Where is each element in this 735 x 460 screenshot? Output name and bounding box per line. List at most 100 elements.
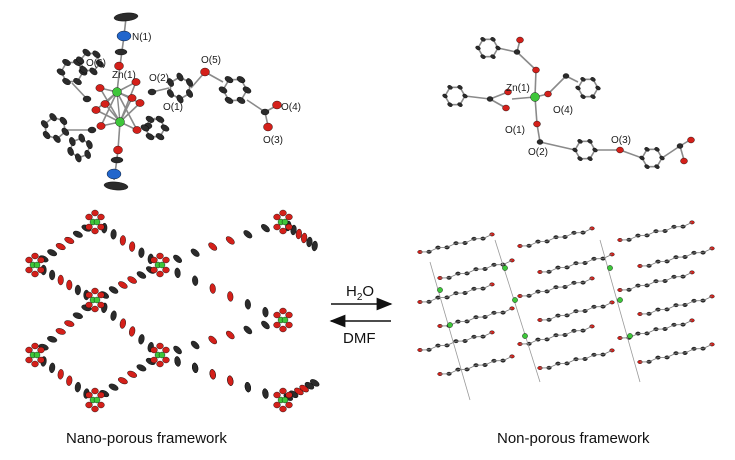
zn-column-line bbox=[494, 239, 541, 383]
carbon-atom bbox=[155, 115, 165, 123]
oxygen-atom bbox=[156, 342, 164, 350]
zinc-atom bbox=[281, 316, 289, 324]
zinc-atom bbox=[33, 351, 41, 359]
strut-atom bbox=[243, 230, 253, 239]
oxygen-atom bbox=[91, 287, 99, 295]
chain-bond bbox=[666, 256, 677, 262]
linker-strut bbox=[174, 356, 269, 399]
carbon-atom bbox=[224, 96, 234, 104]
carbon-atom bbox=[575, 85, 581, 91]
chain-bond bbox=[602, 302, 613, 307]
oxygen-atom bbox=[502, 104, 510, 112]
zinc-atom bbox=[33, 261, 41, 269]
carbon-atom bbox=[145, 133, 155, 141]
strut-atom bbox=[173, 345, 182, 355]
chain-bond bbox=[546, 286, 557, 292]
strut-atom bbox=[49, 269, 56, 281]
chain-bond bbox=[448, 369, 459, 375]
carbon-atom bbox=[75, 153, 82, 163]
oxygen-atom bbox=[516, 36, 524, 44]
strut-atom bbox=[190, 248, 200, 257]
carbon-atom bbox=[166, 78, 174, 87]
oxygen-atom bbox=[279, 387, 287, 395]
oxygen-atom bbox=[31, 252, 39, 260]
carbon-atom bbox=[592, 147, 598, 153]
strut-atom bbox=[108, 286, 119, 294]
nano-porous-framework bbox=[25, 209, 320, 413]
stacked-chain-row bbox=[417, 220, 695, 254]
oxygen-atom bbox=[37, 266, 45, 274]
carbon-atom bbox=[590, 77, 596, 82]
oxygen-atom bbox=[91, 209, 99, 217]
strut-atom bbox=[55, 243, 66, 251]
carbon-atom bbox=[176, 72, 184, 82]
label-o4: O(4) bbox=[281, 102, 301, 113]
chain-bond bbox=[564, 330, 575, 336]
oxygen-atom bbox=[273, 223, 281, 231]
zinc-atom bbox=[93, 296, 101, 304]
strut-atom bbox=[262, 306, 269, 318]
oxygen-atom bbox=[97, 223, 105, 231]
chain-bond bbox=[446, 292, 457, 298]
carbon-atom bbox=[42, 131, 51, 140]
top-left-molecule: N(1) O(6) Zn(1) O(2) O(5) O(1) O(4) O(3) bbox=[40, 12, 301, 191]
paddlewheel-node bbox=[273, 209, 293, 235]
linker-strut bbox=[40, 356, 90, 399]
chain-bond bbox=[566, 310, 577, 316]
oxygen-atom bbox=[273, 401, 281, 409]
carbon-atom bbox=[145, 115, 155, 123]
oxygen-atom bbox=[533, 120, 541, 128]
chain-bond bbox=[428, 247, 439, 253]
zinc-atom bbox=[158, 261, 166, 269]
strut-atom bbox=[136, 364, 147, 372]
carbon-atom bbox=[176, 94, 184, 104]
paddlewheel-node bbox=[273, 307, 293, 333]
chain-bond bbox=[548, 315, 559, 321]
chain-bond bbox=[566, 262, 577, 268]
zinc-atom bbox=[530, 92, 540, 102]
oxygen-atom bbox=[100, 100, 110, 108]
top-right-molecule: Zn(1) O(4) O(1) O(2) O(3) bbox=[442, 36, 695, 169]
linker-strut bbox=[101, 222, 154, 265]
carbon-atom bbox=[475, 45, 481, 51]
equilibrium-arrows: H2O DMF bbox=[329, 283, 393, 347]
carbon-atom bbox=[457, 85, 463, 90]
strut-atom bbox=[262, 388, 269, 399]
strut-atom bbox=[244, 381, 251, 393]
stacked-chain-row bbox=[417, 318, 695, 352]
oxygen-atom bbox=[31, 360, 39, 368]
strut-atom bbox=[66, 375, 73, 386]
chain-bond bbox=[646, 280, 657, 286]
label-o3-right: O(3) bbox=[611, 135, 631, 146]
oxygen-atom bbox=[273, 213, 281, 221]
carbon-atom bbox=[186, 89, 194, 98]
chain-bond bbox=[666, 304, 677, 310]
oxygen-atom bbox=[273, 311, 281, 319]
carbon-atom bbox=[442, 93, 448, 99]
bond bbox=[547, 75, 567, 95]
chain-bond bbox=[682, 320, 693, 325]
chain-bond bbox=[664, 226, 675, 232]
oxygen-atom bbox=[285, 311, 293, 319]
strut-atom bbox=[138, 334, 145, 345]
linker-strut bbox=[38, 224, 92, 263]
strut-atom bbox=[119, 235, 126, 246]
chain-bond bbox=[702, 296, 713, 301]
oxygen-atom bbox=[85, 401, 93, 409]
oxygen-atom bbox=[200, 67, 210, 77]
paddlewheel-node bbox=[150, 342, 170, 368]
chain-bond bbox=[482, 284, 493, 289]
strut-atom bbox=[301, 232, 308, 244]
bond bbox=[619, 149, 643, 159]
oxygen-atom bbox=[25, 256, 33, 264]
oxygen-atom bbox=[131, 78, 141, 86]
chain-bond bbox=[684, 300, 695, 306]
oxygen-atom bbox=[279, 227, 287, 235]
carbon-atom bbox=[654, 147, 660, 152]
carbon-atom bbox=[61, 127, 70, 136]
carbon-atom bbox=[92, 50, 101, 59]
carbon-atom bbox=[56, 68, 66, 76]
bond bbox=[539, 141, 576, 151]
strut-atom bbox=[261, 224, 270, 233]
oxygen-atom bbox=[156, 360, 164, 368]
